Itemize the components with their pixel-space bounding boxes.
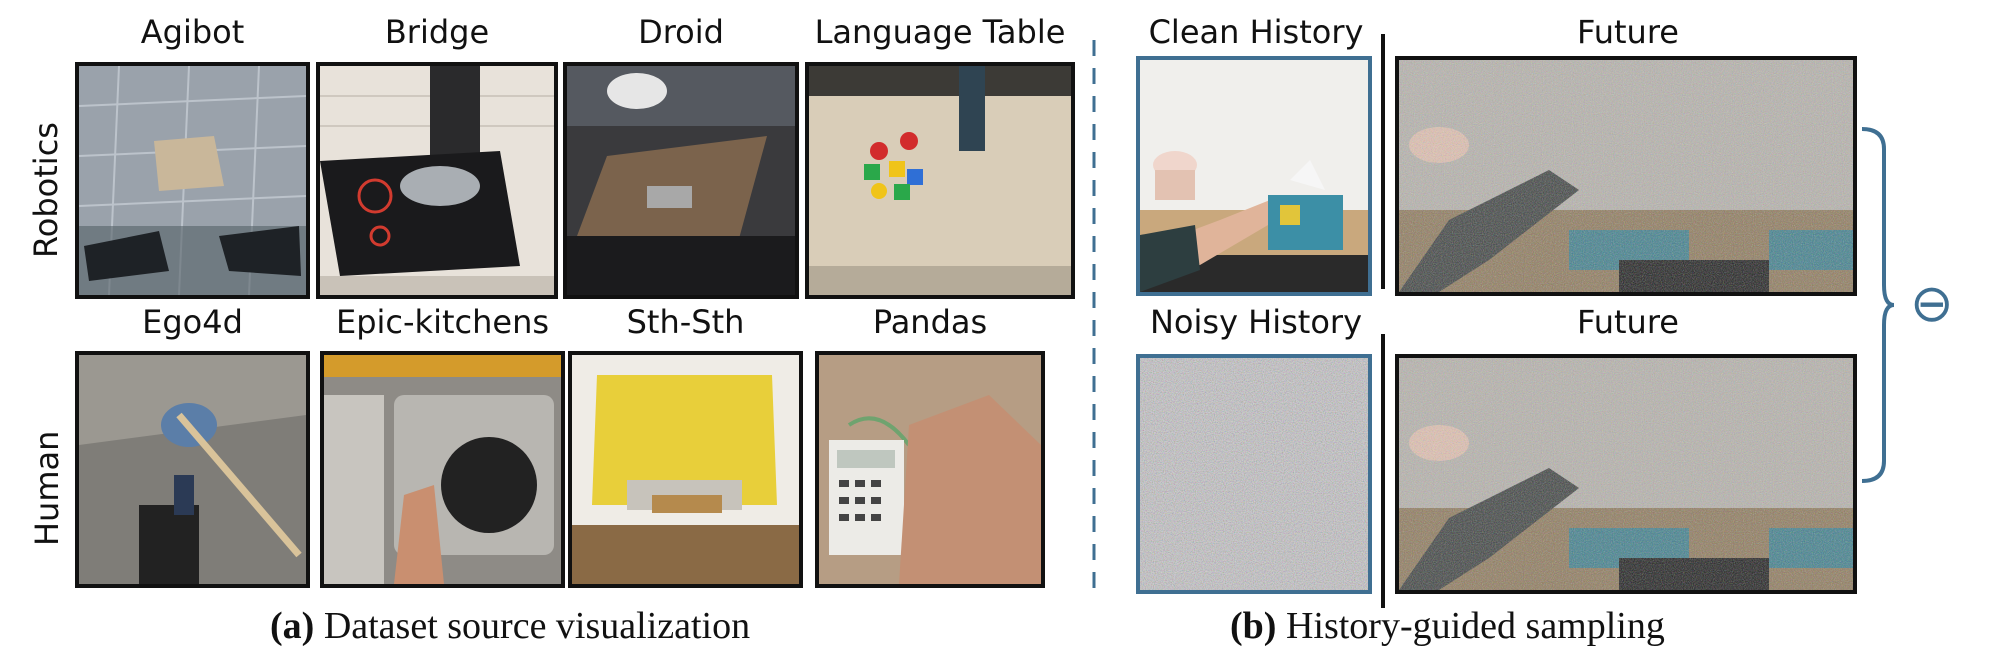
caption-b-text: History-guided sampling <box>1285 605 1665 647</box>
minus-circle-icon: ⊖ <box>1910 274 1954 334</box>
pandas-image <box>815 351 1045 588</box>
language-table-image <box>805 62 1075 299</box>
caption-a-prefix: (a) <box>270 605 315 647</box>
droid-image <box>563 62 799 299</box>
noisy-history-label: Noisy History <box>1149 303 1363 341</box>
agibot-image <box>75 62 310 299</box>
divider-bottom <box>1381 334 1385 608</box>
dataset-label-agibot: Agibot <box>140 13 245 51</box>
row-label-human: Human <box>28 430 66 546</box>
dataset-label-language-table: Language Table <box>814 13 1066 51</box>
divider-top <box>1381 34 1385 289</box>
noisy-history-image <box>1136 354 1372 594</box>
caption-a: (a) Dataset source visualization <box>270 604 750 648</box>
future-label-bottom: Future <box>1577 303 1679 341</box>
caption-b-prefix: (b) <box>1230 605 1277 647</box>
dataset-label-ego4d: Ego4d <box>142 303 243 341</box>
caption-a-text: Dataset source visualization <box>323 605 751 647</box>
dataset-label-sth-sth: Sth-Sth <box>626 303 745 341</box>
future-image-top <box>1395 56 1857 296</box>
bridge-image <box>316 62 558 299</box>
dataset-label-epic-kitchens: Epic-kitchens <box>335 303 550 341</box>
future-label-top: Future <box>1577 13 1679 51</box>
dataset-label-pandas: Pandas <box>872 303 988 341</box>
dataset-label-bridge: Bridge <box>384 13 490 51</box>
row-label-robotics: Robotics <box>27 122 65 258</box>
ego4d-image <box>75 351 310 588</box>
clean-history-label: Clean History <box>1148 13 1364 51</box>
dataset-label-droid: Droid <box>638 13 724 51</box>
dashed-separator <box>1092 40 1096 595</box>
bracket <box>1858 125 1898 485</box>
future-image-bottom <box>1395 354 1857 594</box>
clean-history-image <box>1136 56 1372 296</box>
sth-sth-image <box>568 351 803 588</box>
epic-kitchens-image <box>320 351 565 588</box>
caption-b: (b) History-guided sampling <box>1230 604 1665 648</box>
